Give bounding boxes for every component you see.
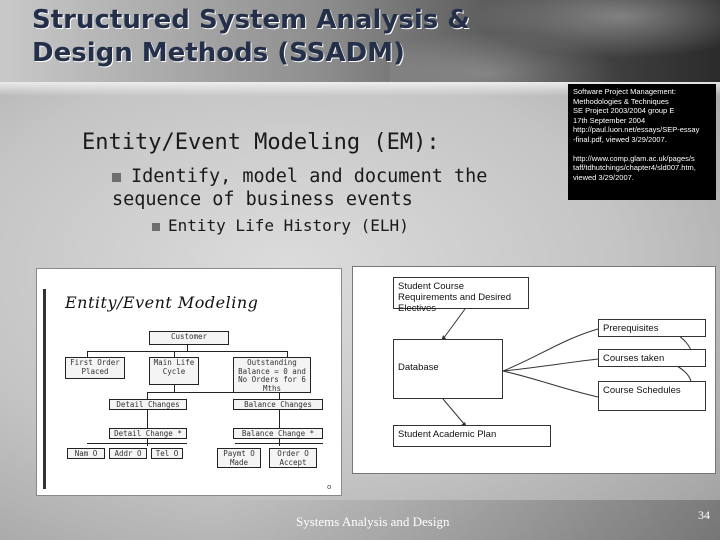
scan-connector xyxy=(147,410,148,428)
scan-connector xyxy=(174,351,175,357)
diagram-box-course-schedules: Course Schedules xyxy=(598,381,706,411)
diagram-box-courses-taken: Courses taken xyxy=(598,349,706,367)
scan-connector xyxy=(235,443,323,444)
slide-title-line2: Design Methods (SSADM) xyxy=(32,38,405,68)
scan-connector xyxy=(87,351,287,352)
scan-box-balance-changes: Balance Changes xyxy=(233,399,323,410)
connector-database-prerequisites xyxy=(502,328,599,372)
scan-box-first-order: First Order Placed xyxy=(65,357,125,379)
footer-band xyxy=(0,500,720,540)
scan-box-name: Nam O xyxy=(67,448,105,459)
scan-connector xyxy=(279,439,280,446)
title-band xyxy=(0,0,720,82)
scan-connector xyxy=(87,443,187,444)
diagram-box-student-plan: Student Academic Plan xyxy=(393,425,551,447)
connector-database-schedules xyxy=(502,370,599,398)
bullet-square-icon xyxy=(112,172,121,182)
scan-box-detail-changes: Detail Changes xyxy=(109,399,187,410)
bullet-level1: Identify, model and document the sequenc… xyxy=(112,165,512,211)
diagram-box-database: Database xyxy=(393,339,503,399)
scan-box-customer: Customer xyxy=(149,331,229,345)
scan-connector xyxy=(87,351,88,357)
scan-box-balance-change: Balance Change * xyxy=(233,428,323,439)
scan-connector xyxy=(147,392,148,399)
decorative-swirl xyxy=(390,0,720,82)
scan-box-detail-change: Detail Change * xyxy=(109,428,187,439)
reference-1: Software Project Management: Methodologi… xyxy=(573,87,711,145)
title-shine xyxy=(0,82,720,96)
page-number: 34 xyxy=(698,508,710,522)
connector-database-courses-taken xyxy=(502,358,599,372)
bullet-square-icon xyxy=(152,222,160,231)
reference-1-line: -final.pdf, viewed 3/29/2007. xyxy=(573,134,667,144)
entity-event-scan-image: Entity/Event Modeling Customer First Ord… xyxy=(36,268,342,496)
section-heading: Entity/Event Modeling (EM): xyxy=(82,130,440,155)
scan-box-outstanding: Outstanding Balance = 0 and No Orders fo… xyxy=(233,357,311,393)
reference-2: http://www.comp.glam.ac.uk/pages/s taff/… xyxy=(573,154,711,183)
reference-2-line: viewed 3/29/2007. xyxy=(573,172,634,182)
scan-title: Entity/Event Modeling xyxy=(65,293,259,312)
reference-1-line: Methodologies & Techniques xyxy=(573,96,669,106)
reference-1-line: http://paul.luon.net/essays/SEP-essay xyxy=(573,125,700,135)
diagram-box-prerequisites: Prerequisites xyxy=(598,319,706,337)
slide-title: Structured System Analysis & Design Meth… xyxy=(32,4,552,70)
slide-footer: Systems Analysis and Design xyxy=(296,514,450,529)
data-flow-diagram: Student Course Requirements and Desired … xyxy=(352,266,716,474)
reference-2-line: taff/tdhutchings/chapter4/sld007.htm, xyxy=(573,163,696,173)
scan-box-payment: Paymt O Made xyxy=(217,448,261,468)
scan-connector xyxy=(287,351,288,357)
connector-database-plan xyxy=(442,398,466,426)
reference-box: Software Project Management: Methodologi… xyxy=(568,84,716,200)
scan-connector xyxy=(147,439,148,446)
bullet-level1-text: Identify, model and document the sequenc… xyxy=(112,166,488,210)
scan-margin-bar xyxy=(43,289,46,489)
reference-2-line: http://www.comp.glam.ac.uk/pages/s xyxy=(573,153,695,163)
scan-connector xyxy=(174,385,175,392)
scan-box-address: Addr O xyxy=(109,448,147,459)
scan-mark: o xyxy=(327,483,332,491)
scan-connector xyxy=(187,345,188,351)
diagram-box-student-course: Student Course Requirements and Desired … xyxy=(393,277,529,314)
reference-1-line: Software Project Management: xyxy=(573,87,676,96)
connector-requirements-database xyxy=(442,308,466,340)
scan-connector xyxy=(279,410,280,428)
reference-1-line: 17th September 2004 xyxy=(573,115,646,125)
scan-connector xyxy=(147,392,279,393)
scan-connector xyxy=(279,392,280,399)
bullet-level2: Entity Life History (ELH) xyxy=(152,216,409,235)
reference-1-line: SE Project 2003/2004 group E xyxy=(573,106,675,116)
bullet-level2-text: Entity Life History (ELH) xyxy=(168,216,409,235)
slide-title-line1: Structured System Analysis & xyxy=(32,5,470,35)
scan-box-main-life-cycle: Main Life Cycle xyxy=(149,357,199,385)
scan-box-telephone: Tel O xyxy=(151,448,183,459)
scan-box-order-accept: Order O Accept xyxy=(269,448,317,468)
